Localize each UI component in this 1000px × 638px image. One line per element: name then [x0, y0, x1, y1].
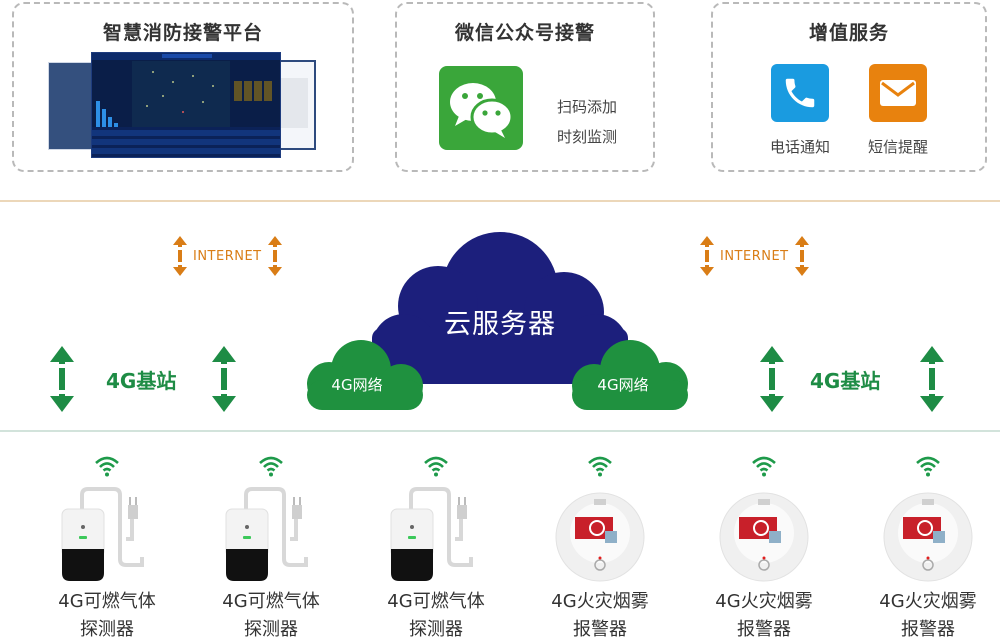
wechat-panel: 微信公众号接警 扫码添加 时刻监测 — [395, 2, 655, 172]
wechat-description: 扫码添加 时刻监测 — [557, 92, 617, 152]
mail-icon — [869, 64, 927, 122]
device-label-line1: 4G火灾烟雾 — [879, 591, 977, 612]
bottom-divider — [0, 430, 1000, 432]
cloud-server-label: 云服务器 — [444, 309, 556, 340]
value-added-title: 增值服务 — [808, 22, 889, 44]
phone-icon — [771, 64, 829, 122]
bidirectional-arrow-icon — [794, 236, 809, 276]
device-label-line2: 探测器 — [409, 619, 463, 638]
gas-detector-image — [52, 487, 162, 587]
bidirectional-arrow-icon — [760, 346, 784, 412]
wifi-icon — [588, 456, 612, 477]
bidirectional-arrow-icon — [212, 346, 237, 412]
base-station-label-right: 4G基站 — [810, 368, 881, 393]
gas-detector-3: 4G可燃气体 探测器 — [366, 455, 506, 638]
wechat-line-monitor: 时刻监测 — [557, 128, 618, 146]
smoke-alarm-3: 4G火灾烟雾 报警器 — [858, 455, 998, 638]
smoke-alarm-image — [709, 487, 819, 587]
base-station-label-left: 4G基站 — [106, 368, 177, 393]
internet-link-left: INTERNET — [173, 236, 282, 276]
dashboard-bar-chart — [96, 71, 130, 127]
cloud-server-icon — [372, 232, 628, 384]
bidirectional-arrow-icon — [173, 236, 187, 276]
4g-network-label-right: 4G网络 — [597, 376, 649, 394]
device-label-line1: 4G火灾烟雾 — [715, 591, 813, 612]
value-added-panel: 增值服务 电话通知 短信提醒 — [711, 2, 987, 172]
device-label-line2: 探测器 — [244, 619, 298, 638]
device-label-line1: 4G火灾烟雾 — [551, 591, 649, 612]
phone-label: 电话通知 — [769, 138, 830, 156]
bidirectional-arrow-icon — [920, 346, 945, 412]
base-station-right: 4G基站 — [760, 346, 945, 412]
4g-network-cloud-right — [572, 340, 688, 410]
bidirectional-arrow-icon — [267, 236, 282, 276]
wechat-line-scan: 扫码添加 — [557, 98, 618, 116]
wifi-icon — [95, 456, 119, 477]
device-label-line1: 4G可燃气体 — [387, 591, 485, 612]
device-label-line1: 4G可燃气体 — [58, 591, 156, 612]
device-label-line2: 探测器 — [80, 619, 134, 638]
bidirectional-arrow-icon — [50, 346, 74, 412]
top-divider — [0, 200, 1000, 202]
wifi-icon — [424, 456, 448, 477]
dashboard-screenshot — [48, 52, 320, 162]
platform-panel: 智慧消防接警平台 — [12, 2, 354, 172]
wechat-title: 微信公众号接警 — [454, 22, 595, 44]
dashboard-table — [92, 127, 280, 157]
device-label-line2: 报警器 — [573, 619, 627, 638]
smoke-alarm-image — [873, 487, 983, 587]
bidirectional-arrow-icon — [700, 236, 714, 276]
wifi-icon — [752, 456, 776, 477]
smoke-alarm-1: 4G火灾烟雾 报警器 — [530, 455, 670, 638]
4g-network-label-left: 4G网络 — [331, 376, 383, 394]
smoke-alarm-image — [545, 487, 655, 587]
device-label-line2: 报警器 — [901, 619, 955, 638]
phone-notification: 电话通知 — [765, 64, 835, 157]
dashboard-main-window — [91, 52, 281, 158]
gas-detector-2: 4G可燃气体 探测器 — [201, 455, 341, 638]
sms-label: 短信提醒 — [867, 138, 928, 156]
sms-reminder: 短信提醒 — [863, 64, 933, 157]
base-station-left: 4G基站 — [50, 346, 237, 412]
gas-detector-image — [381, 487, 491, 587]
wifi-icon — [259, 456, 283, 477]
internet-link-right: INTERNET — [700, 236, 809, 276]
wechat-icon — [439, 66, 523, 150]
gas-detector-1: 4G可燃气体 探测器 — [37, 455, 177, 638]
gas-detector-image — [216, 487, 326, 587]
smoke-alarm-2: 4G火灾烟雾 报警器 — [694, 455, 834, 638]
device-label-line1: 4G可燃气体 — [222, 591, 320, 612]
4g-network-cloud-left — [307, 340, 423, 410]
internet-label-right: INTERNET — [720, 248, 789, 264]
dashboard-map — [132, 61, 230, 127]
internet-label-left: INTERNET — [193, 248, 262, 264]
device-label-line2: 报警器 — [737, 619, 791, 638]
wifi-icon — [916, 456, 940, 477]
platform-title: 智慧消防接警平台 — [102, 22, 263, 44]
